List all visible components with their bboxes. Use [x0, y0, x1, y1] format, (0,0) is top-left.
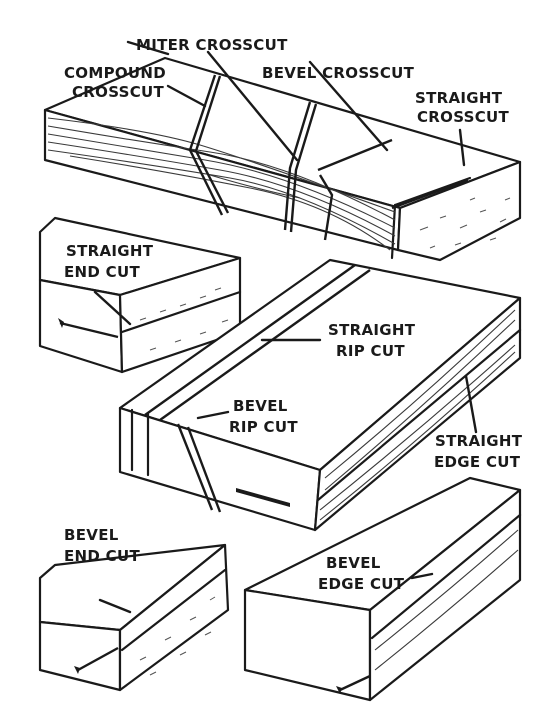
- bevel-edge-cut-line: [339, 674, 371, 692]
- bevel-end-cut-line: [77, 646, 119, 672]
- label-straight-crosscut: STRAIGHT: [415, 89, 503, 107]
- compound-crosscut-line: [188, 74, 224, 216]
- bevel-rip-cut-line: [176, 423, 214, 511]
- labels: MITER CROSSCUT COMPOUND CROSSCUT BEVEL C…: [64, 36, 523, 593]
- miter-crosscut-pointer: [206, 50, 299, 162]
- label-bevel-rip-cut: BEVEL: [233, 397, 288, 415]
- straight-crosscut-pointer: [458, 128, 466, 167]
- label-compound-crosscut: CROSSCUT: [72, 83, 165, 101]
- label-straight-end-cut: END CUT: [64, 263, 140, 281]
- label-bevel-end-cut: BEVEL: [64, 526, 119, 544]
- label-straight-edge-cut: STRAIGHT: [435, 432, 523, 450]
- rip-cut-board: [118, 258, 522, 532]
- label-bevel-edge-cut: BEVEL: [326, 554, 381, 572]
- end-grain: [419, 197, 511, 249]
- label-straight-crosscut: CROSSCUT: [417, 108, 510, 126]
- label-bevel-crosscut: BEVEL CROSSCUT: [262, 64, 415, 82]
- straight-end-cut-board: [38, 216, 242, 374]
- straight-edge-cut-pointer: [464, 374, 478, 434]
- label-straight-end-cut: STRAIGHT: [66, 242, 154, 260]
- compound-crosscut-pointer: [166, 84, 207, 108]
- bevel-end-cut-pointer: [98, 598, 132, 614]
- label-miter-crosscut: MITER CROSSCUT: [136, 36, 288, 54]
- bevel-rip-cut-pointer: [196, 410, 230, 420]
- label-bevel-rip-cut: RIP CUT: [229, 418, 298, 436]
- label-straight-rip-cut: STRAIGHT: [328, 321, 416, 339]
- board-grain: [47, 117, 396, 251]
- label-straight-rip-cut: RIP CUT: [336, 342, 405, 360]
- crosscut-board: [43, 56, 522, 262]
- straight-rip-cut-line: [144, 264, 356, 416]
- bevel-edge-cut-pointer: [410, 572, 434, 580]
- bevel-crosscut-pointer: [308, 60, 389, 152]
- straight-crosscut-line: [391, 178, 469, 210]
- bevel-edge-cut-board: [243, 476, 522, 702]
- bevel-end-cut-board: [38, 543, 230, 692]
- label-bevel-end-cut: END CUT: [64, 547, 140, 565]
- label-bevel-edge-cut: EDGE CUT: [318, 575, 405, 593]
- label-compound-crosscut: COMPOUND: [64, 64, 166, 82]
- straight-end-cut-pointer: [93, 290, 132, 326]
- bevel-crosscut-line: [317, 138, 393, 172]
- label-straight-edge-cut: EDGE CUT: [434, 453, 521, 471]
- straight-end-cut-line: [59, 321, 119, 339]
- miter-crosscut-line: [283, 101, 312, 231]
